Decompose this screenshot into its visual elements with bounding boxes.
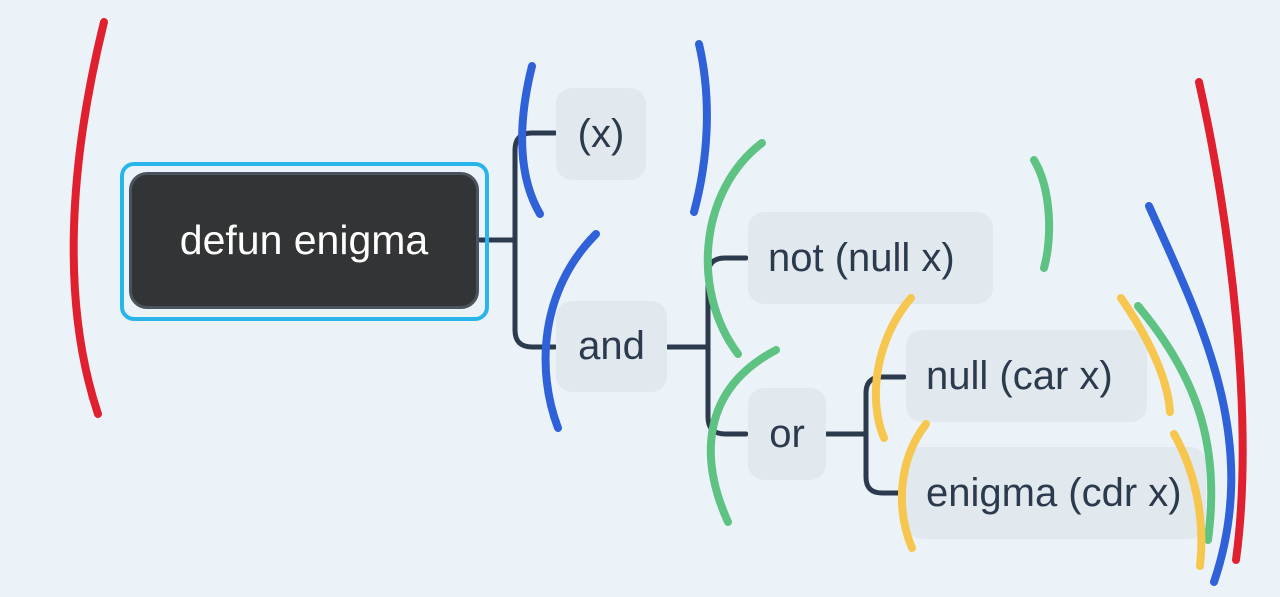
root-node-selection-outline bbox=[120, 162, 489, 321]
connector-or-branch-null bbox=[863, 374, 907, 437]
node-not-null-x[interactable]: not (null x) bbox=[748, 212, 993, 304]
connector-and-branch-or bbox=[705, 344, 749, 437]
node-null-car-x[interactable]: null (car x) bbox=[906, 330, 1147, 422]
connector-and-branch-not bbox=[705, 255, 749, 350]
node-enigma-cdr-x[interactable]: enigma (cdr x) bbox=[906, 447, 1206, 539]
connector-root-branch-and bbox=[512, 237, 558, 350]
node-param-x[interactable]: (x) bbox=[556, 88, 646, 180]
connector-root-branch-param bbox=[512, 130, 558, 243]
root-node-defun-enigma[interactable]: defun enigma bbox=[129, 172, 479, 309]
node-or[interactable]: or bbox=[748, 388, 826, 480]
connector-or-branch-enigma bbox=[863, 431, 907, 496]
node-and[interactable]: and bbox=[556, 301, 667, 392]
